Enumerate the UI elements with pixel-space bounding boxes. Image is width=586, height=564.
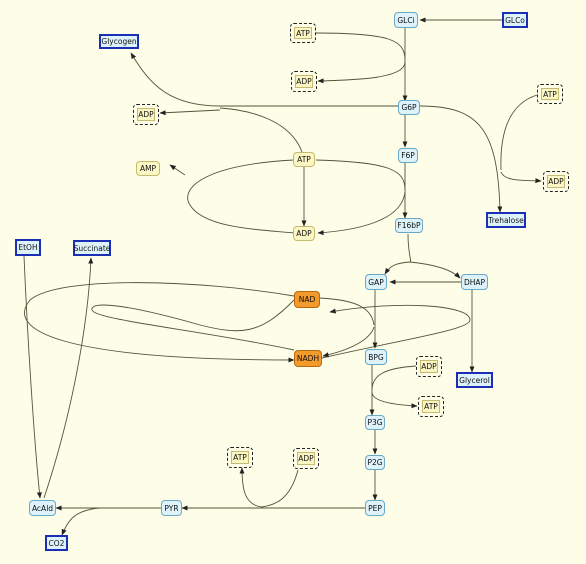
edge-glycogen-adp bbox=[159, 109, 221, 116]
edge-nad-gapdh bbox=[319, 297, 375, 326]
node-acald[interactable]: AcAld bbox=[29, 500, 56, 516]
node-adp-top[interactable]: ADP bbox=[291, 71, 317, 92]
node-pep[interactable]: PEP bbox=[365, 500, 385, 516]
node-glycerol[interactable]: Glycerol bbox=[456, 372, 493, 388]
edge-pk-atp bbox=[239, 467, 263, 508]
edge-amp-loop bbox=[169, 164, 186, 176]
edge-atp-glycogen bbox=[219, 107, 303, 153]
node-adp-right-label: ADP bbox=[547, 175, 565, 188]
edge-atp-trehalose bbox=[500, 94, 538, 171]
node-atp-right[interactable]: ATP bbox=[537, 84, 563, 104]
edge-pgk-atp bbox=[371, 391, 418, 409]
edge-hexokinase-adp bbox=[317, 61, 406, 84]
node-gap[interactable]: GAP bbox=[365, 274, 387, 290]
edge-split-gap bbox=[384, 261, 411, 275]
edge-nadh-loop-inner bbox=[91, 304, 295, 351]
node-atp-bpg-label: ATP bbox=[422, 400, 440, 413]
node-amp[interactable]: AMP bbox=[136, 161, 160, 176]
edge-nad-loop-inner bbox=[199, 299, 295, 332]
node-co2[interactable]: CO2 bbox=[45, 535, 68, 551]
node-adp-left-label: ADP bbox=[137, 108, 155, 121]
node-nadh[interactable]: NADH bbox=[294, 350, 322, 367]
node-adp-bpg-label: ADP bbox=[420, 360, 438, 373]
node-etoh[interactable]: EtOH bbox=[15, 239, 41, 256]
edge-nad-loop-left bbox=[24, 282, 295, 363]
edge-etoh-acald bbox=[23, 255, 42, 499]
edge-acald-succinate bbox=[43, 257, 94, 499]
node-atp-top[interactable]: ATP bbox=[290, 23, 316, 43]
edge-g6p-trehalose bbox=[419, 105, 503, 213]
node-p3g[interactable]: P3G bbox=[365, 415, 385, 430]
edge-adp-pk bbox=[261, 469, 299, 508]
node-adp-bpg[interactable]: ADP bbox=[416, 356, 442, 377]
node-pyr[interactable]: PYR bbox=[161, 500, 182, 516]
edge-atp-pfk bbox=[315, 159, 406, 191]
edge-adp-pgk bbox=[371, 365, 417, 391]
node-glycogen[interactable]: Glycogen bbox=[99, 34, 139, 49]
node-adp-mid[interactable]: ADP bbox=[293, 226, 315, 241]
node-dhap[interactable]: DHAP bbox=[461, 274, 488, 290]
node-atp-top-label: ATP bbox=[294, 27, 312, 39]
node-p2g[interactable]: P2G bbox=[365, 455, 385, 470]
node-f6p[interactable]: F6P bbox=[398, 148, 418, 163]
node-trehalose[interactable]: Trehalose bbox=[486, 212, 526, 228]
node-bpg[interactable]: BPG bbox=[365, 349, 387, 365]
node-adp-left[interactable]: ADP bbox=[133, 104, 159, 125]
node-adp-right[interactable]: ADP bbox=[543, 171, 569, 192]
node-nad[interactable]: NAD bbox=[294, 291, 320, 308]
node-atp-bpg[interactable]: ATP bbox=[418, 396, 444, 417]
edge-pfk-adp bbox=[317, 191, 406, 236]
edge-gapdh-nadh bbox=[322, 326, 375, 358]
edge-atp-hexokinase bbox=[315, 32, 406, 61]
node-f16bp[interactable]: F16bP bbox=[395, 218, 423, 233]
node-atp-right-label: ATP bbox=[541, 88, 559, 100]
node-atp-mid[interactable]: ATP bbox=[293, 152, 315, 167]
node-glci[interactable]: GLCi bbox=[394, 12, 418, 28]
node-adp-top-label: ADP bbox=[295, 75, 313, 88]
node-atp-pk-label: ATP bbox=[231, 451, 249, 464]
node-succinate[interactable]: Succinate bbox=[73, 240, 111, 256]
node-adp-pk[interactable]: ADP bbox=[293, 448, 319, 469]
edge-f16bp-split bbox=[407, 233, 411, 263]
edge-g6p-glycogen bbox=[130, 52, 398, 107]
node-glco[interactable]: GLCo bbox=[502, 12, 528, 28]
edge-nadh-glycerol bbox=[321, 304, 471, 359]
edge-atp-amp bbox=[187, 159, 295, 234]
edge-trehalose-adp bbox=[500, 171, 542, 184]
node-g6p[interactable]: G6P bbox=[398, 100, 420, 115]
node-adp-pk-label: ADP bbox=[297, 452, 315, 465]
edge-split-dhap bbox=[409, 261, 461, 279]
node-atp-pk[interactable]: ATP bbox=[227, 447, 253, 468]
edge-acald-co2 bbox=[61, 507, 101, 536]
